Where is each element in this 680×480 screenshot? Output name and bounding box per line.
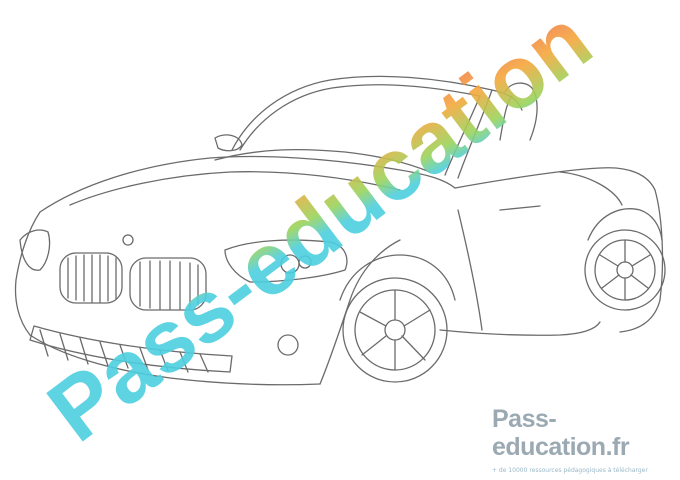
brand-name: Pass-education.fr <box>492 405 630 461</box>
brand-tagline: + de 10000 ressources pédagogiques à tél… <box>492 467 648 474</box>
brand-logo: Pass-education.fr + de 10000 ressources … <box>492 405 672 474</box>
